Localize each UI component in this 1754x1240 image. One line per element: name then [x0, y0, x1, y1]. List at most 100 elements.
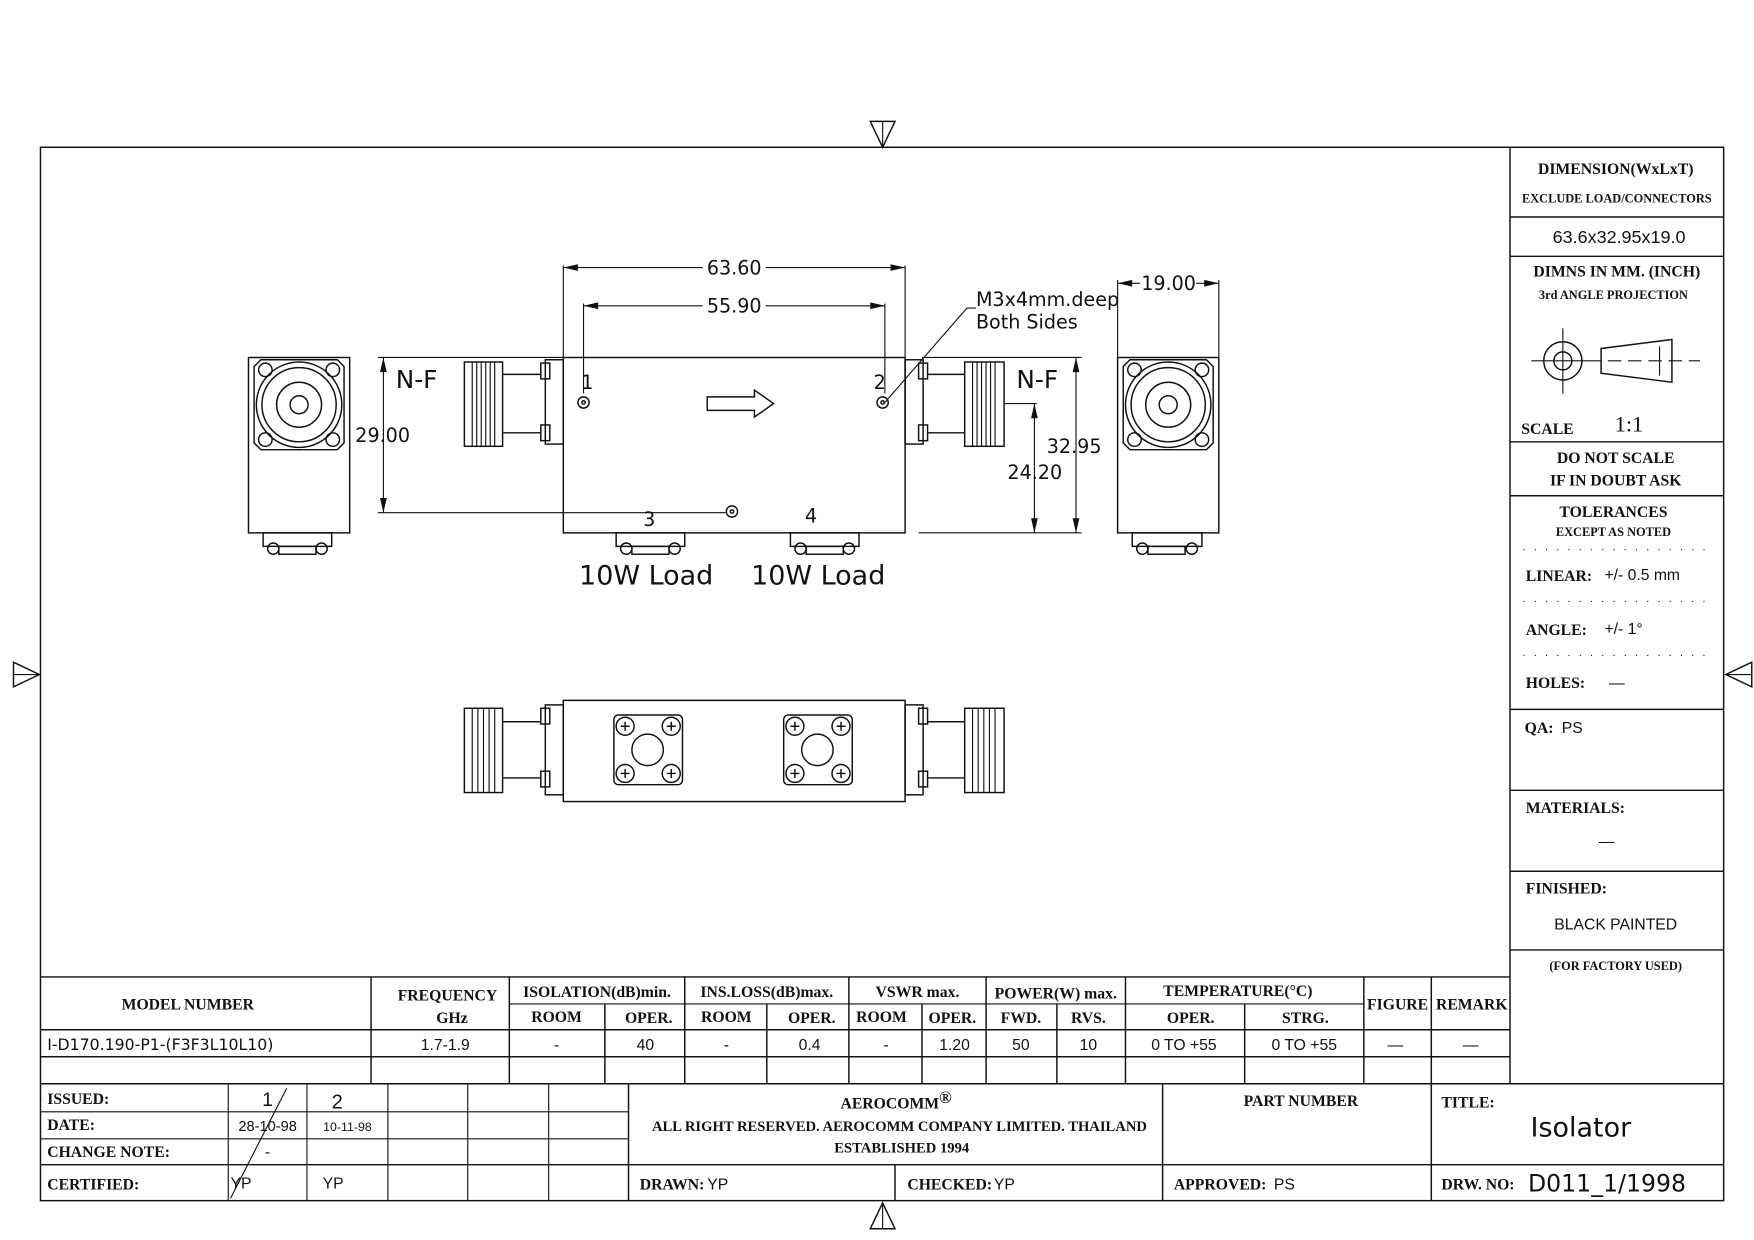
- header-frequency-unit: GHz: [436, 1010, 467, 1027]
- port-3-label: 3: [643, 508, 655, 531]
- finished-label: FINISHED:: [1526, 881, 1607, 898]
- cell-frequency: 1.7-1.9: [421, 1037, 470, 1054]
- dim-height-right: 32.95: [1047, 435, 1102, 458]
- isolator-body: [562, 356, 906, 534]
- load-2-label: 10W Load: [751, 561, 885, 592]
- mounting-hole-2: [876, 396, 889, 409]
- dim-overall-length: 63.60: [707, 256, 762, 279]
- angle-tolerance: +/- 1°: [1604, 621, 1642, 638]
- scale-label: SCALE: [1521, 421, 1573, 438]
- third-angle-projection-icon: [1531, 328, 1701, 394]
- table-row: I-D170.190-P1-(F3F3L10L10) 1.7-1.9 - 40 …: [47, 1035, 1479, 1054]
- subheader-insloss-room: ROOM: [701, 1009, 752, 1026]
- cell-vswr-room: -: [883, 1037, 888, 1054]
- mounting-hole-1: [577, 396, 590, 409]
- drawn-label: DRAWN:: [640, 1176, 705, 1193]
- date-2: 10-11-98: [323, 1120, 372, 1134]
- rights-notice: ALL RIGHT RESERVED. AEROCOMM COMPANY LIM…: [652, 1119, 1147, 1135]
- date-label: DATE:: [47, 1117, 95, 1134]
- port-1-label: 1: [581, 371, 593, 394]
- dim-thickness: 19.00: [1141, 272, 1196, 295]
- materials-label: MATERIALS:: [1526, 800, 1625, 817]
- header-frequency: FREQUENCY: [398, 988, 498, 1005]
- certified-label: CERTIFIED:: [47, 1176, 139, 1193]
- change-note-1: -: [265, 1144, 270, 1161]
- angle-label: ANGLE:: [1526, 622, 1587, 639]
- linear-tolerance: +/- 0.5 mm: [1604, 567, 1680, 584]
- port-2-label: 2: [874, 371, 886, 394]
- connector-right-type: N-F: [1016, 365, 1058, 394]
- part-number-label: PART NUMBER: [1244, 1093, 1359, 1110]
- load-1-label: 10W Load: [579, 561, 713, 592]
- established-note: ESTABLISHED 1994: [834, 1140, 970, 1156]
- cell-insloss-room: -: [724, 1037, 729, 1054]
- change-note-label: CHANGE NOTE:: [47, 1144, 170, 1161]
- cell-temp-strg: 0 TO +55: [1272, 1037, 1338, 1054]
- header-model-number: MODEL NUMBER: [122, 997, 255, 1014]
- materials-value: —: [1599, 834, 1615, 851]
- holes-label: HOLES:: [1526, 675, 1585, 692]
- dim-height-left: 29.00: [355, 424, 410, 447]
- company-name: AEROCOMM®: [840, 1088, 952, 1113]
- title-block: ISSUED: DATE: CHANGE NOTE: CERTIFIED: 1 …: [40, 1083, 1724, 1201]
- front-view: 63.60 55.90 29.00 N-F 32.95 24.20 N-F M3…: [355, 256, 1119, 591]
- except-as-noted: EXCEPT AS NOTED: [1556, 525, 1671, 539]
- subheader-isolation-oper: OPER.: [625, 1010, 673, 1027]
- subheader-temp-oper: OPER.: [1167, 1010, 1215, 1027]
- cell-temp-oper: 0 TO +55: [1151, 1037, 1217, 1054]
- if-in-doubt-note: IF IN DOUBT ASK: [1550, 473, 1682, 490]
- finished-value: BLACK PAINTED: [1554, 917, 1677, 934]
- checked-value: YP: [994, 1176, 1015, 1193]
- cell-power-rvs: 10: [1080, 1037, 1098, 1054]
- cell-isolation-oper: 40: [637, 1037, 655, 1054]
- header-ins-loss: INS.LOSS(dB)max.: [700, 984, 833, 1001]
- load-flange-1: [613, 714, 684, 786]
- left-end-view: [247, 356, 351, 555]
- do-not-scale-note: DO NOT SCALE: [1557, 450, 1675, 467]
- port-4-label: 4: [805, 505, 817, 528]
- spec-table: MODEL NUMBER FREQUENCY GHz ISOLATION(dB)…: [40, 976, 1724, 1085]
- subheader-power-rvs: RVS.: [1071, 1010, 1106, 1027]
- dim-hole-spacing: 55.90: [707, 295, 762, 318]
- units-note: DIMNS IN MM. (INCH): [1533, 264, 1700, 281]
- bottom-view: [463, 699, 1005, 803]
- factory-used-note: (FOR FACTORY USED): [1549, 959, 1682, 973]
- subheader-vswr-room: ROOM: [856, 1009, 907, 1026]
- dimension-subtitle: EXCLUDE LOAD/CONNECTORS: [1522, 191, 1712, 205]
- subheader-isolation-room: ROOM: [531, 1009, 582, 1026]
- header-figure: FIGURE: [1367, 997, 1428, 1014]
- header-vswr: VSWR max.: [876, 984, 960, 1001]
- cell-insloss-oper: 0.4: [799, 1037, 821, 1054]
- header-temperature: TEMPERATURE(°C): [1163, 983, 1312, 1000]
- revision-strike-line: [229, 1087, 288, 1199]
- projection-note: 3rd ANGLE PROJECTION: [1539, 288, 1688, 302]
- issued-label: ISSUED:: [47, 1091, 109, 1108]
- drawn-value: YP: [707, 1176, 728, 1193]
- issue-1: 1: [262, 1090, 273, 1111]
- subheader-vswr-oper: OPER.: [929, 1010, 977, 1027]
- connector-left-type: N-F: [396, 365, 438, 394]
- subheader-insloss-oper: OPER.: [788, 1010, 836, 1027]
- certified-2: YP: [323, 1175, 344, 1192]
- approved-label: APPROVED:: [1174, 1176, 1267, 1193]
- dim-connector-height: 24.20: [1007, 461, 1062, 484]
- holes-tolerance: —: [1609, 675, 1625, 692]
- certified-1: YP: [230, 1175, 251, 1192]
- hole-note-line-2: Both Sides: [976, 310, 1078, 333]
- issue-2: 2: [332, 1091, 343, 1113]
- approved-value: PS: [1274, 1176, 1295, 1193]
- tolerances-title: TOLERANCES: [1559, 504, 1667, 521]
- cell-power-fwd: 50: [1012, 1037, 1030, 1054]
- load-flange-2: [782, 714, 853, 786]
- cell-isolation-room: -: [554, 1037, 559, 1054]
- qa-value: PS: [1562, 720, 1583, 737]
- right-end-view: 19.00: [1116, 272, 1220, 555]
- direction-arrow-icon: [706, 388, 775, 419]
- header-remark: REMARK: [1436, 997, 1508, 1014]
- cell-figure: —: [1387, 1037, 1403, 1054]
- hole-note-line-1: M3x4mm.deep: [976, 288, 1119, 311]
- title-label: TITLE:: [1441, 1094, 1494, 1111]
- subheader-temp-strg: STRG.: [1282, 1010, 1329, 1027]
- dimension-title: DIMENSION(WxLxT): [1538, 161, 1693, 178]
